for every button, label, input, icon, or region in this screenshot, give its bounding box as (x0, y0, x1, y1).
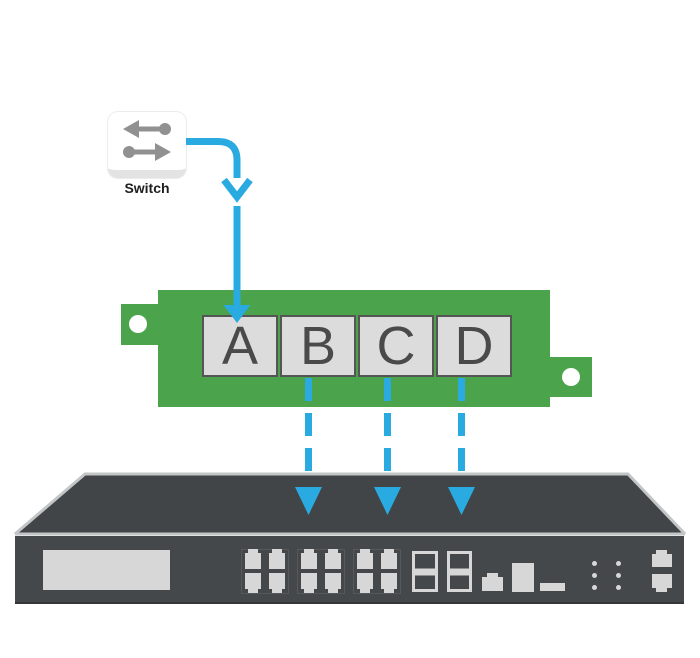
port-slot-b: B (280, 315, 356, 377)
rj45-port-group (297, 549, 345, 594)
rj45-port-icon (245, 573, 261, 593)
led-dot-icon (592, 561, 597, 566)
port-label-d: D (454, 316, 494, 376)
port-slot-d: D (436, 315, 512, 377)
led-grid (592, 561, 621, 590)
port-slot-c: C (358, 315, 434, 377)
rj45-port-icon (381, 549, 397, 569)
rj45-port-icon (301, 549, 317, 569)
lcd-display (43, 550, 170, 590)
rj45-port-icon (652, 574, 672, 592)
rj45-port-icon (357, 549, 373, 569)
led-dot-icon (616, 561, 621, 566)
sfp-cage-icon (412, 551, 438, 592)
arrow-head-left (123, 120, 139, 138)
led-dot-icon (616, 573, 621, 578)
rj45-port-group (241, 549, 289, 594)
appliance-top-face (15, 474, 685, 534)
rj45-port-icon (325, 573, 341, 593)
rj45-port-icon (325, 549, 341, 569)
mounting-hole-icon (562, 368, 580, 386)
transfer-arrows-icon (123, 120, 171, 161)
appliance-top-edge-highlight (14, 472, 687, 536)
rj45-port-icon (301, 573, 317, 593)
rj45-port-icon (269, 573, 285, 593)
console-port-icon (482, 573, 503, 591)
rj45-port-icon (245, 549, 261, 569)
led-dot-icon (616, 585, 621, 590)
port-label-c: C (376, 316, 416, 376)
switch-node (108, 112, 186, 178)
rj45-port-group (353, 549, 401, 594)
rj45-port-icon (652, 550, 672, 567)
switch-label: Switch (124, 180, 170, 196)
rj45-port-icon (381, 573, 397, 593)
rj45-port-icon (357, 573, 373, 593)
port-label-a: A (221, 316, 259, 376)
appliance-front-panel (15, 536, 684, 604)
sfp-divider (450, 568, 469, 575)
slot-icon (540, 583, 565, 591)
port-slot-a: A (202, 315, 278, 377)
led-dot-icon (592, 585, 597, 590)
port-slot-row: A B C D (202, 315, 512, 377)
port-label-b: B (299, 316, 337, 376)
sfp-cage-icon (447, 551, 472, 592)
led-dot-icon (592, 573, 597, 578)
rj45-port-icon (269, 549, 285, 569)
sfp-divider (415, 568, 435, 575)
arrow-head-right (155, 143, 171, 161)
usb-port-icon (512, 563, 534, 592)
mounting-hole-icon (129, 315, 147, 333)
